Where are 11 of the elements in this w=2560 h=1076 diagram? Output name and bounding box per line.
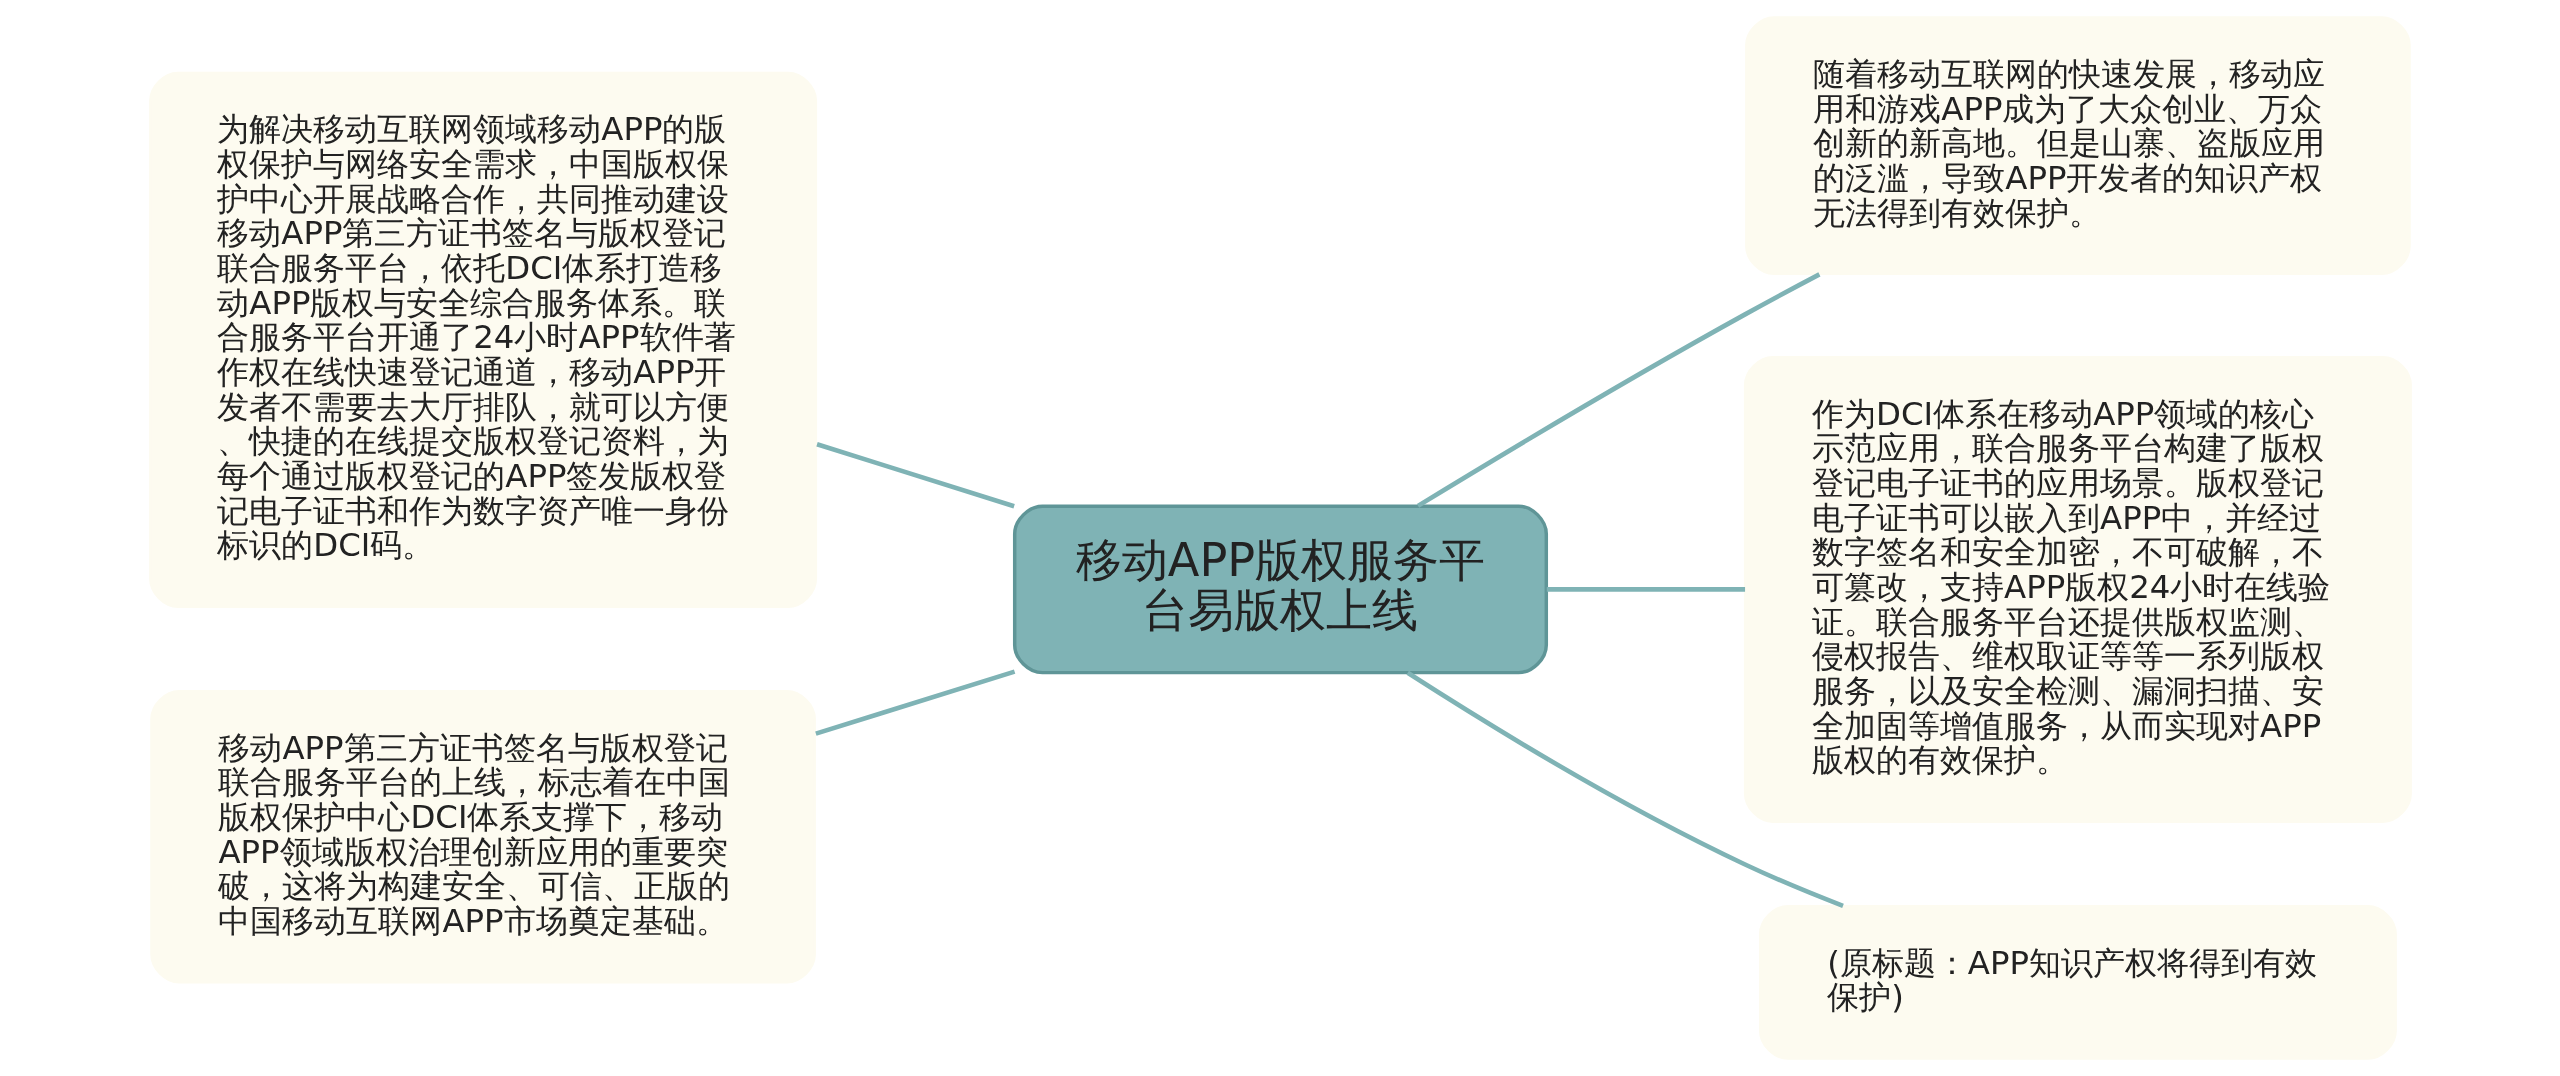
node-box: 随着移动互联网的快速发展，移动应用和游戏APP成为了大众创业、万众创新的新高地。但是山寨、盗版应用的泛滥，导致APP开发者的知识产权无法得到有效保护。 <box>1744 16 2411 276</box>
node-box: (原标题：APP知识产权将得到有效保护) <box>1758 904 2397 1060</box>
connector <box>1416 272 1820 508</box>
node-box: 作为DCI体系在移动APP领域的核心示范应用，联合服务平台构建了版权登记电子证书的应用场景。版权登记电子证书可以嵌入到APP中，并经过数字签名和安全加密，不可破解，不可篡改，支持APP版权24小时在线验证。联合服务平台还提供版权监测、侵权报告、维权取证等等一系列版权服务，以及安全检测、漏洞扫描、安全加固等增值服务，从而实现对APP版权的有效保护。 <box>1743 356 2412 823</box>
node-box: 移动APP版权服务平台易版权上线 <box>1012 504 1548 675</box>
connector <box>815 442 1015 509</box>
connector <box>1546 587 1745 592</box>
connector <box>1405 670 1844 908</box>
node-box: 移动APP第三方证书签名与版权登记联合服务平台的上线，标志着在中国版权保护中心DCI体系支撑下，移动APP领域版权治理创新应用的重要突破，这将为构建安全、可信、正版的中国移动互联网APP市场奠定基础。 <box>149 689 816 984</box>
node-box: 为解决移动互联网领域移动APP的版权保护与网络安全需求，中国版权保护中心开展战略合作，共同推动建设移动APP第三方证书签名与版权登记联合服务平台，依托DCI体系打造移动APP版权与安全综合服务体系。联合服务平台开通了24小时APP软件著作权在线快速登记通道，移动APP开发者不需要去大厅排队，就可以方便、快捷的在线提交版权登记资料，为每个通过版权登记的APP签发版权登记电子证书和作为数字资产唯一身份标识的DCI码。 <box>148 71 817 608</box>
connector <box>814 669 1015 736</box>
